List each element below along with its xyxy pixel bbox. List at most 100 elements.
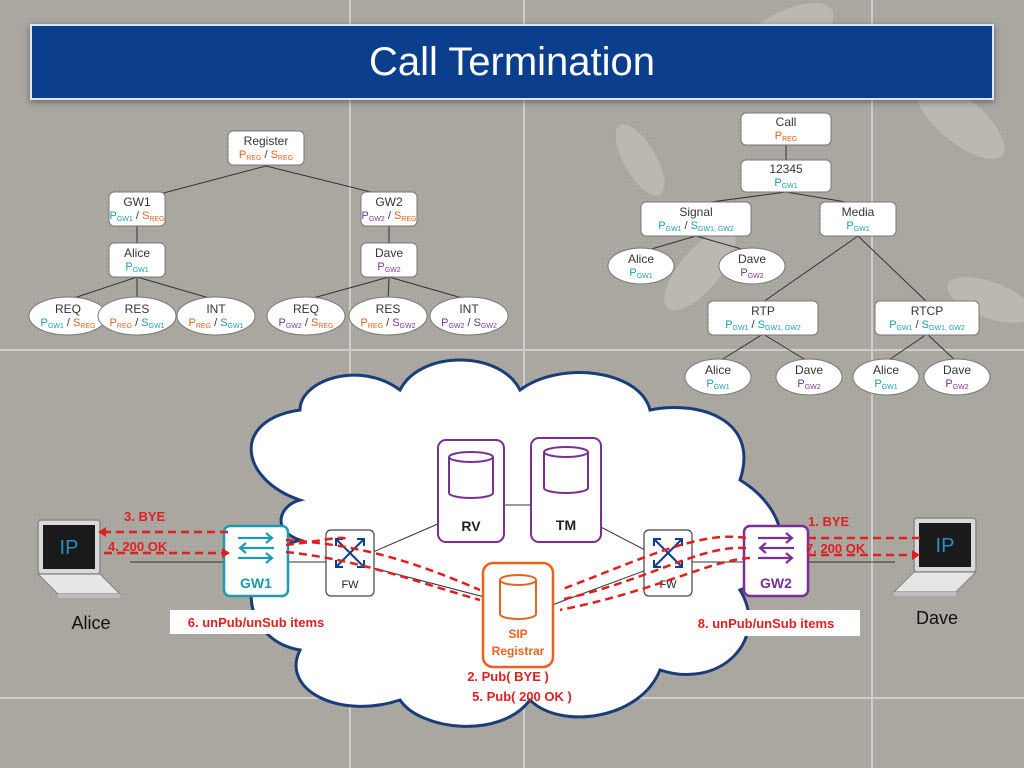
permission-line: PREG (775, 130, 798, 143)
node-shape (266, 296, 346, 336)
cylinder-top (499, 574, 537, 586)
node-shape (176, 296, 256, 336)
dave-laptop: IP (892, 517, 978, 596)
registrar-label: Registrar (492, 644, 545, 658)
gateway-box (222, 524, 290, 598)
node-label: Alice (124, 246, 150, 260)
cylinder-body (543, 452, 589, 494)
node-shape (819, 201, 897, 237)
permission-line: PGW2 (797, 378, 820, 391)
node-label: Dave (738, 252, 766, 266)
permission-line: PGW1 (874, 378, 897, 391)
node-label: REQ (293, 302, 319, 316)
node-label: 12345 (769, 162, 803, 176)
rv-label: RV (461, 518, 481, 534)
node-label: INT (206, 302, 226, 316)
msg-6-background (170, 610, 342, 634)
node-label: RES (125, 302, 150, 316)
title-bar: Call Termination (30, 24, 994, 100)
dave-label: Dave (916, 608, 958, 628)
laptop-icon (892, 517, 978, 596)
permission-line: PGW1 (706, 378, 729, 391)
node-label: Register (244, 134, 289, 148)
msg-2-pub-path-a (559, 535, 747, 592)
gateway-label: GW2 (760, 575, 792, 591)
msg-1-label: 1. BYE (808, 514, 850, 529)
node-shape (740, 112, 832, 146)
tree-edge (717, 333, 764, 363)
node-label: INT (459, 302, 479, 316)
permission-line: PREG / SGW1 (110, 317, 165, 330)
msg-4-arrowhead (222, 548, 230, 558)
gw2-gateway: GW2 (742, 524, 810, 598)
tree-edge (762, 333, 810, 363)
msg-8-background (678, 610, 860, 636)
node-label: Dave (375, 246, 403, 260)
permission-line: PGW1 / SREG (110, 210, 165, 223)
node-shape (360, 242, 418, 278)
permission-line: PGW1 / SGW1, GW2 (889, 319, 965, 332)
node-label: Call (776, 115, 797, 129)
node-shape (607, 247, 675, 285)
tm-server: TM (530, 437, 602, 543)
permission-line: PGW1 (125, 261, 148, 274)
node-label: RES (376, 302, 401, 316)
node-label: Dave (943, 363, 971, 377)
msg-6-box: 6. unPub/unSub items (170, 610, 342, 634)
gateway-arrows-icon (238, 532, 274, 564)
firewall-left: FW (325, 529, 375, 597)
node-shape (108, 191, 166, 227)
msg-3-arrowhead (98, 527, 106, 537)
node-shape (348, 296, 428, 336)
node-shape (740, 159, 832, 193)
permission-line: PGW1 / SREG (41, 317, 96, 330)
sip-label: SIP (508, 627, 527, 641)
gw1-gateway: GW1 (222, 524, 290, 598)
tree-edge (136, 276, 217, 301)
cylinder-top (543, 446, 589, 458)
node-label: RTCP (911, 304, 943, 318)
cylinder-top (448, 451, 494, 463)
permission-line: PGW1 (846, 220, 869, 233)
permission-line: PGW2 / SREG (362, 210, 417, 223)
node-label: RTP (751, 304, 775, 318)
node-label: GW2 (375, 195, 403, 209)
msg-6-label: 6. unPub/unSub items (188, 615, 325, 630)
tree-edge (885, 333, 928, 363)
laptop-icon (36, 519, 122, 598)
tree-edge (926, 333, 958, 363)
cylinder-body (499, 580, 537, 620)
node-shape (874, 300, 980, 336)
msg-7-label: 7. 200 OK (806, 541, 866, 556)
node-shape (684, 358, 752, 396)
node-shape (923, 358, 991, 396)
tm-label: TM (556, 517, 576, 533)
ip-label: IP (60, 537, 79, 559)
msg-2-pub-path-b (559, 546, 747, 602)
permission-line: PGW1 / SGW1, GW2 (658, 220, 734, 233)
msg-5-label: 5. Pub( 200 OK ) (472, 689, 572, 704)
node-label: Signal (679, 205, 712, 219)
cylinder-body (448, 457, 494, 499)
permission-line: PGW1 (629, 267, 652, 280)
permission-line: PGW1 (774, 177, 797, 190)
alice-laptop: IP (36, 519, 122, 598)
gateway-arrows-icon (758, 532, 794, 564)
msg-5-pub-path-a (559, 556, 751, 612)
node-shape (108, 242, 166, 278)
